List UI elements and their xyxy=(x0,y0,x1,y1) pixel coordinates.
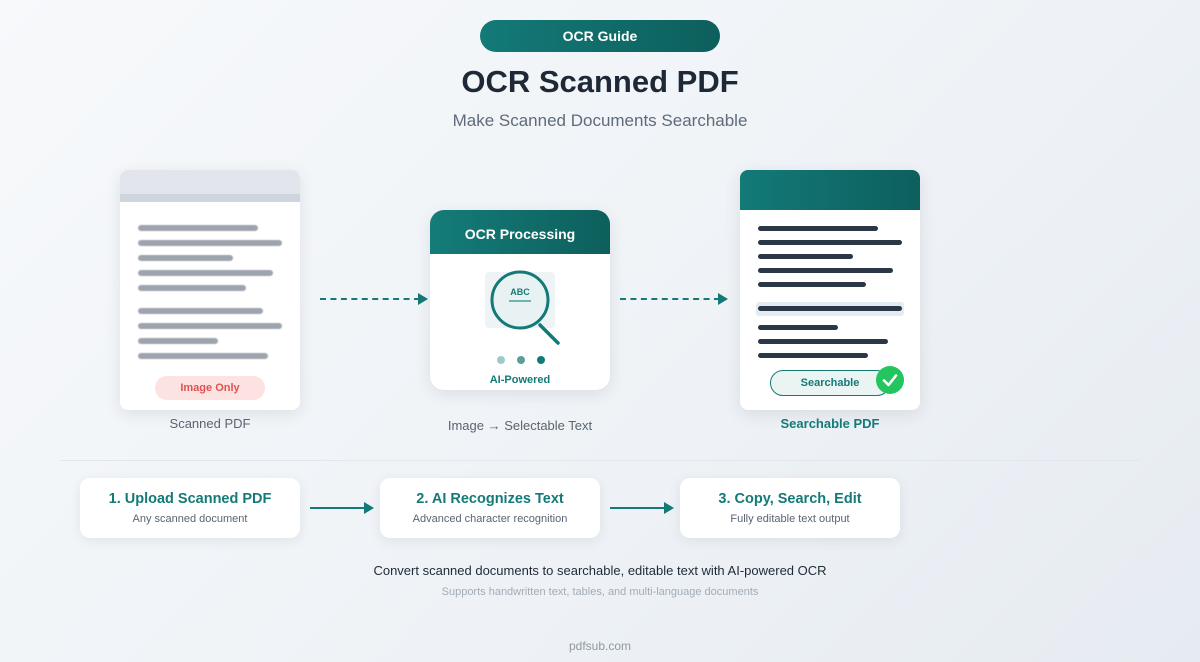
blurred-line xyxy=(138,270,273,276)
searchable-tag: Searchable xyxy=(770,370,890,396)
dashed-arrow-line xyxy=(320,298,420,300)
searchable-pdf-header xyxy=(740,170,920,210)
arrow-head-icon xyxy=(364,502,374,514)
page-title: OCR Scanned PDF xyxy=(461,64,739,99)
step-recognize: 2. AI Recognizes Text Advanced character… xyxy=(380,478,600,538)
text-line xyxy=(758,306,902,311)
step-arrow-line xyxy=(310,507,366,509)
step-title: 2. AI Recognizes Text xyxy=(416,491,564,507)
support-note: Supports handwritten text, tables, and m… xyxy=(441,586,759,598)
step-arrow-line xyxy=(610,507,666,509)
blurred-line xyxy=(138,353,268,359)
footer-domain: pdfsub.com xyxy=(568,639,632,653)
progress-dot xyxy=(537,356,545,364)
progress-dot xyxy=(497,356,505,364)
blurred-line xyxy=(138,338,218,344)
ocr-processing-header: OCR Processing xyxy=(430,210,610,254)
dashed-arrow-line xyxy=(620,298,720,300)
step-edit: 3. Copy, Search, Edit Fully editable tex… xyxy=(680,478,900,538)
progress-dot xyxy=(517,356,525,364)
blurred-line xyxy=(138,285,246,291)
blurred-line xyxy=(138,225,258,231)
magnifier-text: ABC xyxy=(510,287,530,297)
step-title: 1. Upload Scanned PDF xyxy=(108,491,272,507)
scanned-pdf-caption: Scanned PDF xyxy=(169,416,251,431)
blurred-line xyxy=(138,323,282,329)
section-divider xyxy=(60,460,1140,461)
scanned-pdf-header xyxy=(120,170,300,202)
page-subtitle: Make Scanned Documents Searchable xyxy=(452,111,748,130)
step-subtitle: Advanced character recognition xyxy=(412,513,568,525)
checkmark-icon xyxy=(876,366,904,394)
ocr-processing-card: OCR Processing ABC AI-Powered xyxy=(430,210,610,390)
image-only-tag: Image Only xyxy=(155,376,265,400)
ai-powered-label: AI-Powered xyxy=(489,374,551,386)
text-line xyxy=(758,226,878,231)
step-subtitle: Any scanned document xyxy=(132,513,248,525)
magnifier-icon: ABC xyxy=(485,270,565,350)
blurred-line xyxy=(138,240,282,246)
progress-dots xyxy=(497,355,545,365)
blurred-line xyxy=(138,308,263,314)
searchable-pdf-caption: Searchable PDF xyxy=(780,416,880,431)
arrow-head-icon xyxy=(718,293,728,305)
step-title: 3. Copy, Search, Edit xyxy=(718,491,862,507)
searchable-pdf-card: Searchable xyxy=(740,170,920,410)
text-line xyxy=(758,282,866,287)
blurred-line xyxy=(138,255,233,261)
text-line xyxy=(758,339,888,344)
step-upload: 1. Upload Scanned PDF Any scanned docume… xyxy=(80,478,300,538)
text-line xyxy=(758,353,868,358)
scanned-pdf-card: Image Only xyxy=(120,170,300,410)
ocr-caption: Image → Selectable Text xyxy=(447,418,593,433)
description-text: Convert scanned documents to searchable,… xyxy=(373,563,827,578)
guide-badge: OCR Guide xyxy=(480,20,720,52)
text-line xyxy=(758,254,853,259)
text-line xyxy=(758,325,838,330)
text-line xyxy=(758,240,902,245)
arrow-head-icon xyxy=(664,502,674,514)
arrow-head-icon xyxy=(418,293,428,305)
text-line xyxy=(758,268,893,273)
step-subtitle: Fully editable text output xyxy=(730,513,850,525)
